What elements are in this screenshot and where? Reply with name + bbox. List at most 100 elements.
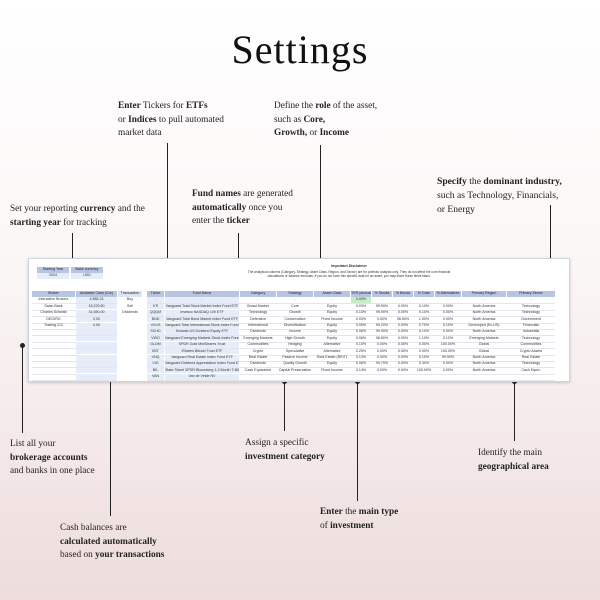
strategy-cell[interactable]: Diversification	[283, 323, 307, 327]
strategy-cell[interactable]: Conservative	[284, 316, 306, 321]
broker-name-cell[interactable]	[32, 374, 75, 380]
ticker-cell[interactable]: VXUS	[147, 323, 164, 329]
transaction-type-cell[interactable]	[118, 329, 142, 335]
primary-sector-cell[interactable]: Crypto Assets	[519, 348, 543, 353]
ticker-cell[interactable]: SCHD	[147, 329, 164, 335]
primary-region-cell[interactable]	[462, 374, 506, 380]
strategy-cell[interactable]	[277, 374, 313, 380]
fund-name-cell[interactable]: Vanguard Total Stock Market Index Fund E…	[165, 303, 239, 310]
asset-class-cell[interactable]: Equity	[327, 310, 337, 315]
transaction-type-cell[interactable]	[118, 368, 142, 374]
primary-region-cell[interactable]: North America	[472, 355, 496, 359]
transaction-type-cell[interactable]	[118, 355, 142, 361]
category-cell[interactable]: -	[257, 297, 259, 302]
strategy-cell[interactable]: Growth	[289, 310, 301, 315]
asset-class-cell[interactable]: Real Estate (REIT)	[316, 355, 348, 359]
transaction-type-cell[interactable]	[118, 323, 142, 329]
strategy-cell[interactable]: Core	[291, 303, 299, 308]
broker-name-cell[interactable]: DEGIRO	[46, 316, 61, 321]
fund-name-cell[interactable]: iShares Bitcoin Trust ETF	[165, 348, 239, 355]
fund-name-cell[interactable]: Invesco NASDAQ 100 ETF	[165, 310, 239, 316]
fund-name-cell[interactable]: Vanguard Dividend Appreciation Index Fun…	[165, 361, 239, 367]
strategy-cell[interactable]: Speculative	[285, 348, 305, 353]
primary-region-cell[interactable]: North America	[472, 367, 496, 372]
primary-sector-cell[interactable]: Technology	[521, 310, 541, 315]
category-cell[interactable]: Cash Equivalent	[244, 367, 272, 372]
transaction-type-cell[interactable]	[118, 342, 142, 348]
asset-class-cell[interactable]: Equity	[327, 329, 337, 334]
primary-region-cell[interactable]: North America	[472, 329, 496, 334]
starting-year-input[interactable]: 2024	[37, 273, 69, 279]
strategy-cell[interactable]: Income	[289, 329, 301, 334]
primary-sector-cell[interactable]: Technology	[521, 335, 541, 340]
primary-sector-cell[interactable]: Real Estate	[521, 355, 541, 359]
asset-class-cell[interactable]	[314, 374, 350, 380]
ticker-cell[interactable]	[147, 380, 164, 381]
fund-name-cell[interactable]	[165, 380, 239, 381]
ticker-cell[interactable]: QQQM	[147, 310, 164, 316]
category-cell[interactable]: Defensive	[250, 316, 266, 321]
fund-name-cell[interactable]: Vanguard Total Bond Market Index Fund ET…	[165, 316, 239, 323]
broker-name-cell[interactable]	[32, 361, 75, 367]
primary-sector-cell[interactable]: Government	[521, 316, 541, 321]
transaction-type-cell[interactable]	[118, 381, 142, 382]
primary-sector-cell[interactable]: Technology	[521, 361, 541, 366]
primary-sector-cell[interactable]	[507, 374, 555, 380]
ticker-cell[interactable]: VNQ	[147, 355, 164, 361]
ticker-cell[interactable]: BIL	[147, 367, 164, 374]
ticker-cell[interactable]: VAN	[147, 374, 164, 380]
broker-name-cell[interactable]: Charles Schwab	[40, 310, 67, 315]
primary-sector-cell[interactable]: Technology	[521, 303, 541, 308]
primary-region-cell[interactable]: North America	[472, 303, 496, 308]
asset-class-cell[interactable]: Fixed Income	[321, 316, 343, 321]
base-currency-select[interactable]: USD	[71, 273, 103, 279]
primary-sector-cell[interactable]: Financials	[522, 323, 540, 327]
transaction-type-cell[interactable]	[118, 374, 142, 380]
transaction-type-cell[interactable]	[118, 349, 142, 355]
asset-class-cell[interactable]: Equity	[327, 335, 337, 340]
primary-region-cell[interactable]: Emerging Markets	[469, 335, 499, 340]
primary-sector-cell[interactable]: Industrials	[522, 329, 540, 334]
transaction-type-cell[interactable]	[118, 336, 142, 342]
category-cell[interactable]	[240, 381, 276, 382]
broker-name-cell[interactable]: Trading 212	[43, 323, 64, 327]
ticker-cell[interactable]: BND	[147, 316, 164, 323]
primary-region-cell[interactable]: North America	[472, 310, 496, 315]
primary-region-cell[interactable]: North America	[472, 316, 496, 321]
strategy-cell[interactable]: Quality Growth	[283, 361, 307, 366]
category-cell[interactable]: Real Estate	[248, 355, 268, 359]
asset-class-cell[interactable]: Fixed Income	[321, 367, 343, 372]
primary-region-cell[interactable]: Global	[478, 348, 490, 353]
category-cell[interactable]: Technology	[248, 310, 268, 315]
category-cell[interactable]	[240, 374, 276, 380]
broker-name-cell[interactable]	[32, 329, 75, 335]
transaction-type-cell[interactable]	[118, 361, 142, 367]
strategy-cell[interactable]: Capital Preservation	[278, 367, 312, 372]
fund-name-cell[interactable]: Vanguard Emerging Markets Stock Index Fu…	[165, 335, 239, 342]
primary-region-cell[interactable]	[462, 381, 506, 382]
broker-name-cell[interactable]	[32, 336, 75, 342]
strategy-cell[interactable]: Hedging	[288, 342, 302, 347]
fund-name-cell[interactable]: Vanguard Total International Stock Index…	[165, 323, 239, 329]
broker-name-cell[interactable]	[32, 349, 75, 355]
asset-class-cell[interactable]: Equity	[327, 323, 337, 327]
strategy-cell[interactable]: Passive Income	[282, 355, 308, 359]
ticker-cell[interactable]: VIG	[147, 361, 164, 367]
primary-region-cell[interactable]: Global	[478, 342, 490, 347]
category-cell[interactable]: Dividends	[250, 361, 266, 366]
asset-class-cell[interactable]: Alternative	[323, 348, 341, 353]
ticker-cell[interactable]: GLDM	[147, 342, 164, 348]
ticker-cell[interactable]: VWO	[147, 335, 164, 342]
broker-name-cell[interactable]	[32, 355, 75, 361]
ticker-cell[interactable]: -	[147, 297, 164, 303]
category-cell[interactable]: Broad Market	[247, 303, 269, 308]
primary-region-cell[interactable]: Developed (Ex-US)	[468, 323, 500, 327]
category-cell[interactable]: Crypto	[252, 348, 264, 353]
fund-name-cell[interactable]: Schwab US Dividend Equity ETF	[165, 329, 239, 335]
asset-class-cell[interactable]: Equity	[327, 303, 337, 308]
transaction-type-cell[interactable]: Dividends	[122, 310, 138, 315]
asset-class-cell[interactable]: Equity	[327, 361, 337, 366]
primary-sector-cell[interactable]: Cash Equiv.	[521, 367, 541, 372]
transaction-type-cell[interactable]: Sell	[127, 303, 133, 308]
transaction-type-cell[interactable]: Buy	[126, 297, 134, 302]
